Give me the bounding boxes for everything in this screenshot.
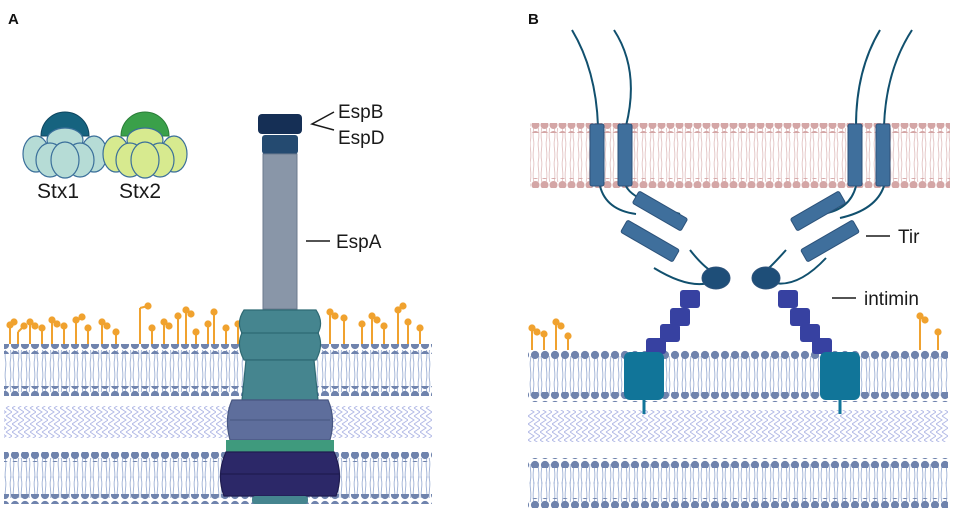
tir-label: Tir <box>898 227 920 248</box>
espd-label: EspD <box>338 128 384 149</box>
green-band <box>226 440 334 452</box>
intimin-left <box>624 290 700 414</box>
stx1-label: Stx1 <box>37 180 79 203</box>
injectisome <box>219 114 341 504</box>
lps-sugar-chains-b <box>528 312 942 350</box>
stx2-toxin <box>102 111 188 179</box>
tir-left-domains <box>589 123 731 290</box>
espb-label: EspB <box>338 102 383 123</box>
leader-lines-a <box>306 111 335 242</box>
outer-membrane-a <box>4 344 432 396</box>
intimin-label: intimin <box>864 289 919 310</box>
espa-filament <box>262 153 298 310</box>
inner-membrane-b <box>528 458 948 508</box>
lps-sugar-chains-a <box>6 302 424 344</box>
espb-tip <box>258 114 302 134</box>
espa-label: EspA <box>336 232 382 253</box>
espd-tip <box>262 135 298 154</box>
tir-right-domains <box>751 123 891 290</box>
outer-membrane-b <box>528 350 948 402</box>
mid-ring <box>241 359 319 401</box>
intimin-right <box>778 290 860 414</box>
stx2-label: Stx2 <box>119 180 161 203</box>
peptidoglycan-layer-b <box>528 410 948 442</box>
panel-a: A <box>4 11 432 504</box>
inner-membrane-a <box>4 452 432 504</box>
panel-b-label: B <box>528 11 539 28</box>
panel-b: B <box>528 11 950 508</box>
panel-a-label: A <box>8 11 19 28</box>
peptidoglycan-layer-a <box>4 406 432 438</box>
leader-lines-b <box>832 235 890 299</box>
stx1-toxin <box>22 111 108 179</box>
outer-ring <box>238 309 322 361</box>
